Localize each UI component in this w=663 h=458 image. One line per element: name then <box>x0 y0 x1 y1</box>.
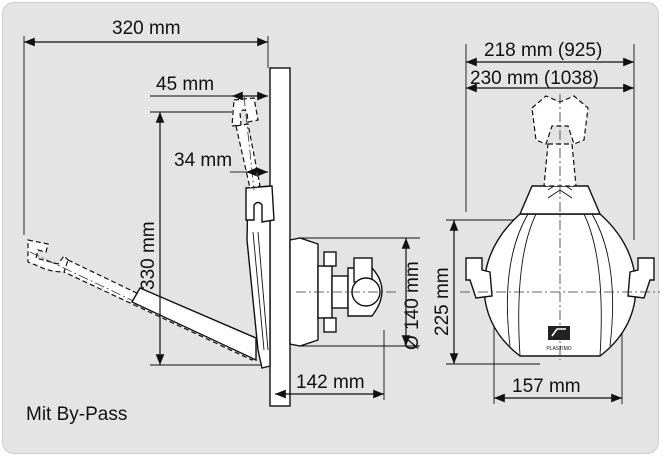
dim-34-label: 34 mm <box>174 150 232 171</box>
dim-230-label: 230 mm (1038) <box>470 68 599 89</box>
plastimo-logo <box>548 326 570 340</box>
handle-ghost-up <box>231 97 259 127</box>
side-view <box>23 36 420 407</box>
front-view: PLASTIMO <box>446 44 660 404</box>
dim-225-label: 225 mm <box>432 267 453 336</box>
dim-45-label: 45 mm <box>156 74 214 95</box>
wall-plate <box>269 67 291 407</box>
dim-218-label: 218 mm (925) <box>484 40 602 61</box>
dim-157-label: 157 mm <box>512 376 581 397</box>
right-port <box>627 257 655 299</box>
dim-142-label: 142 mm <box>296 372 365 393</box>
left-port <box>465 257 493 299</box>
dim-330-label: 330 mm <box>138 221 159 290</box>
logo-text: PLASTIMO <box>546 346 571 352</box>
dim-320-label: 320 mm <box>112 18 181 39</box>
caption: Mit By-Pass <box>26 404 128 425</box>
handle-ghost-down <box>27 239 73 273</box>
dim-140-label: Ø 140 mm <box>402 261 423 350</box>
